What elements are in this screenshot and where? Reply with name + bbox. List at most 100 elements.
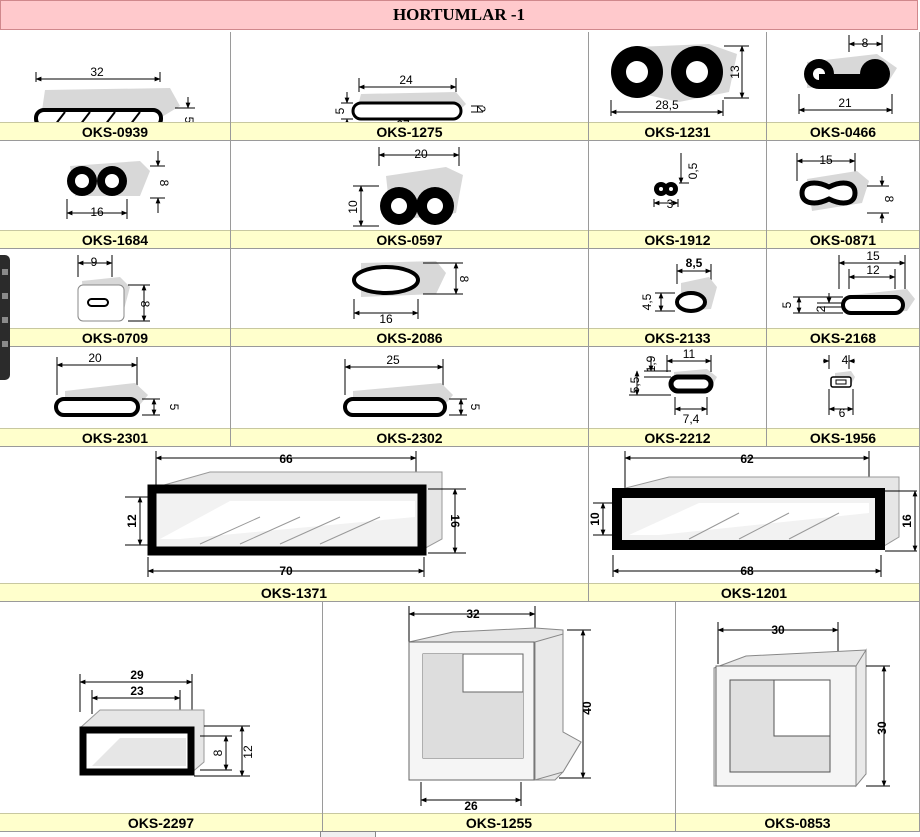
product-cell-oks-1684[interactable]: 8 16 OKS-1684 [0, 141, 231, 249]
product-cell-oks-2133[interactable]: 8,5 4,5 OKS-2133 [589, 249, 767, 347]
profile-drawing-oks-2301: 20 5 [54, 351, 181, 417]
dimension-label: 8,5 [686, 256, 703, 270]
dimension-label: 28,5 [655, 98, 679, 112]
product-code: OKS-2086 [231, 328, 588, 346]
profile-drawing-oks-2133: 8,5 4,5 [640, 256, 717, 313]
product-cell-oks-1231[interactable]: 13 28,5 OKS-1231 [589, 32, 767, 141]
page-title: HORTUMLAR -1 [392, 5, 526, 24]
dimension-label: 32 [90, 65, 104, 79]
toolbar-dot-icon [2, 269, 8, 275]
profile-drawing-oks-0871: 15 8 [796, 153, 896, 223]
profile-drawing-oks-0466: 8 21 [798, 35, 897, 114]
product-cell-oks-2302[interactable]: 25 5 OKS-2302 [231, 347, 589, 447]
dimension-label: 13 [728, 65, 742, 79]
profile-drawing-oks-1275: 24 5 2 27 [333, 73, 488, 123]
dimension-label: 40 [580, 701, 594, 715]
dimension-label: 0,5 [686, 162, 700, 179]
dimension-label: 5 [780, 301, 794, 308]
dimension-label: 11 [683, 347, 696, 361]
dimension-label: 5 [182, 117, 196, 123]
product-cell-oks-1201[interactable]: 62 10 16 68 OKS-1201 [589, 447, 920, 602]
product-cell-oks-2168[interactable]: 15 12 5 2 OKS-2168 [767, 249, 920, 347]
dimension-label: 7,4 [683, 412, 700, 426]
dimension-label: 16 [448, 514, 462, 528]
dimension-label: 15 [819, 153, 833, 167]
product-code: OKS-1275 [231, 122, 588, 140]
profile-drawing-oks-1956: 4 6 [823, 353, 855, 420]
dimension-label: 5 [333, 107, 347, 114]
profile-drawing-oks-2086: 8 16 [352, 261, 471, 326]
product-code: OKS-2133 [589, 328, 766, 346]
dimension-label: 29 [130, 668, 144, 682]
dimension-label: 5 [167, 404, 181, 411]
dimension-label: 8 [138, 301, 152, 308]
dimension-label: 20 [88, 351, 102, 365]
dimension-label: 2 [814, 305, 828, 312]
product-cell-oks-1275[interactable]: 24 5 2 27 OKS-1275 [231, 32, 589, 141]
bottom-scroll-tab[interactable] [320, 831, 376, 837]
profile-drawing-oks-1371: 66 12 16 70 [125, 451, 466, 578]
product-cell-oks-1371[interactable]: 66 12 16 70 OKS-1371 [0, 447, 589, 602]
product-code: OKS-2301 [0, 428, 230, 446]
profile-drawing-oks-2168: 15 12 5 2 [780, 249, 915, 315]
product-code: OKS-0597 [231, 230, 588, 248]
dimension-label: 32 [466, 607, 480, 621]
product-code: OKS-0709 [0, 328, 230, 346]
product-cell-oks-2212[interactable]: 11 1,9 5,5 7,4 OKS-2212 [589, 347, 767, 447]
dimension-label: 4 [842, 353, 849, 367]
product-code: OKS-0466 [767, 122, 919, 140]
dimension-label: 68 [740, 564, 754, 578]
product-code: OKS-1371 [0, 583, 588, 601]
page-title-bar: HORTUMLAR -1 [0, 0, 918, 30]
dimension-label: 20 [414, 147, 428, 161]
profile-drawing-oks-1231: 13 28,5 [610, 44, 749, 116]
dimension-label: 30 [875, 721, 889, 735]
side-toolbar-handle[interactable] [0, 255, 10, 380]
product-code: OKS-2302 [231, 428, 588, 446]
dimension-label: 16 [90, 205, 104, 219]
dimension-label: 23 [130, 684, 144, 698]
dimension-label: 2 [474, 106, 488, 113]
product-code: OKS-1255 [323, 813, 675, 831]
product-cell-oks-1912[interactable]: 0,5 3 OKS-1912 [589, 141, 767, 249]
product-code: OKS-0853 [676, 813, 919, 831]
product-cell-oks-0597[interactable]: 20 10 OKS-0597 [231, 141, 589, 249]
dimension-label: 8 [157, 180, 171, 187]
profile-drawing-oks-1684: 8 16 [66, 151, 171, 219]
dimension-label: 9 [91, 255, 98, 269]
dimension-label: 70 [279, 564, 293, 578]
profile-drawing-oks-0709: 9 8 [77, 255, 152, 322]
product-cell-oks-2297[interactable]: 29 23 8 12 OKS-2297 [0, 602, 323, 832]
dimension-label: 4,5 [640, 293, 654, 310]
product-code: OKS-1201 [589, 583, 919, 601]
product-cell-oks-0871[interactable]: 15 8 OKS-0871 [767, 141, 920, 249]
profile-drawing-oks-0853: 30 30 [713, 622, 890, 788]
dimension-label: 66 [279, 452, 293, 466]
dimension-label: 1,9 [644, 355, 658, 372]
product-cell-oks-2086[interactable]: 8 16 OKS-2086 [231, 249, 589, 347]
dimension-label: 27 [396, 118, 410, 123]
dimension-label: 8 [457, 276, 471, 283]
dimension-label: 16 [379, 312, 393, 326]
profile-drawing-oks-0597: 20 10 [346, 147, 463, 227]
toolbar-dot-icon [2, 317, 8, 323]
product-cell-oks-2301[interactable]: 20 5 OKS-2301 [0, 347, 231, 447]
profile-drawing-oks-0939: 32 5 [34, 65, 196, 123]
dimension-label: 16 [900, 514, 914, 528]
dimension-label: 3 [667, 197, 674, 211]
dimension-label: 26 [464, 799, 478, 813]
profile-drawing-oks-1255: 32 40 26 [408, 606, 594, 813]
product-cell-oks-0466[interactable]: 8 21 OKS-0466 [767, 32, 920, 141]
product-cell-oks-1255[interactable]: 32 40 26 OKS-1255 [323, 602, 676, 832]
product-cell-oks-0939[interactable]: 32 5 OKS-0939 [0, 32, 231, 141]
profile-drawing-oks-2302: 25 5 [343, 353, 482, 417]
dimension-label: 10 [589, 512, 602, 526]
product-cell-oks-1956[interactable]: 4 6 OKS-1956 [767, 347, 920, 447]
product-cell-oks-0709[interactable]: 9 8 OKS-0709 [0, 249, 231, 347]
profile-drawing-oks-1912: 0,5 3 [653, 153, 700, 211]
product-cell-oks-0853[interactable]: 30 30 OKS-0853 [676, 602, 920, 832]
dimension-label: 21 [838, 96, 852, 110]
dimension-label: 24 [399, 73, 413, 87]
dimension-label: 15 [866, 249, 880, 263]
product-code: OKS-1231 [589, 122, 766, 140]
